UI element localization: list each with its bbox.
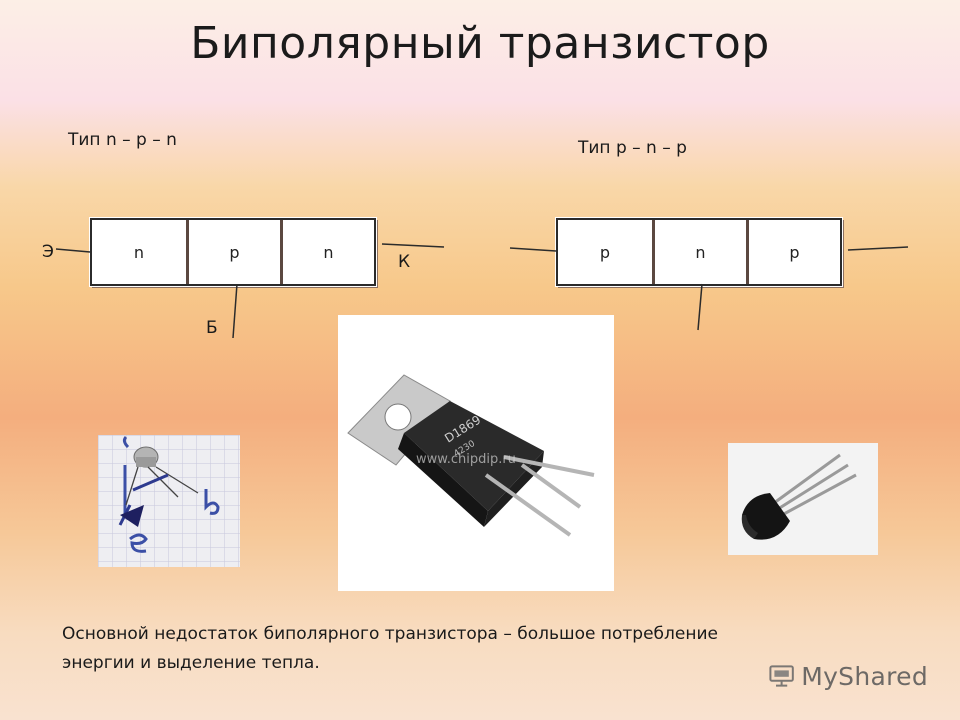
npn-junction-diagram: n p n [90,218,376,286]
footer-line-2: энергии и выделение тепла. [62,653,320,673]
watermark-text: www.chipdip.ru [416,452,516,467]
npn-type-label: Тип n – p – n [68,130,177,150]
npn-layer-collector: n [280,220,374,284]
pnp-junction-diagram: p n p [556,218,842,286]
pnp-layer-emitter: p [599,242,611,262]
emitter-label: Э [42,242,54,262]
npn-layer-base: p [186,220,280,284]
footer-text: Основной недостаток биполярного транзист… [62,620,862,678]
myshared-logo-icon [769,665,794,687]
to92-transistor-photo [728,443,878,555]
npn-base-lead [232,283,238,339]
npn-emitter-lead [55,248,91,253]
base-label: Б [206,318,218,338]
collector-label: К [398,252,411,272]
pnp-layer-base: n [652,220,746,284]
pnp-collector-lead [847,246,909,251]
footer-line-1: Основной недостаток биполярного транзист… [62,624,718,644]
pnp-layer-collector: p [746,220,840,284]
myshared-logo-text: MyShared [801,661,928,691]
npn-collector-lead [381,243,445,248]
pnp-emitter-lead [509,247,557,252]
pnp-type-label: Тип p – n – p [578,138,687,158]
npn-layer-emitter: n [133,242,145,262]
pnp-base-lead [697,283,703,331]
hand-drawn-symbol-photo [98,435,240,567]
myshared-logo: MyShared [768,656,928,696]
to220-transistor-photo: D1869 4230 www.chipdip.ru [338,315,614,591]
slide-title: Биполярный транзистор [190,18,770,69]
